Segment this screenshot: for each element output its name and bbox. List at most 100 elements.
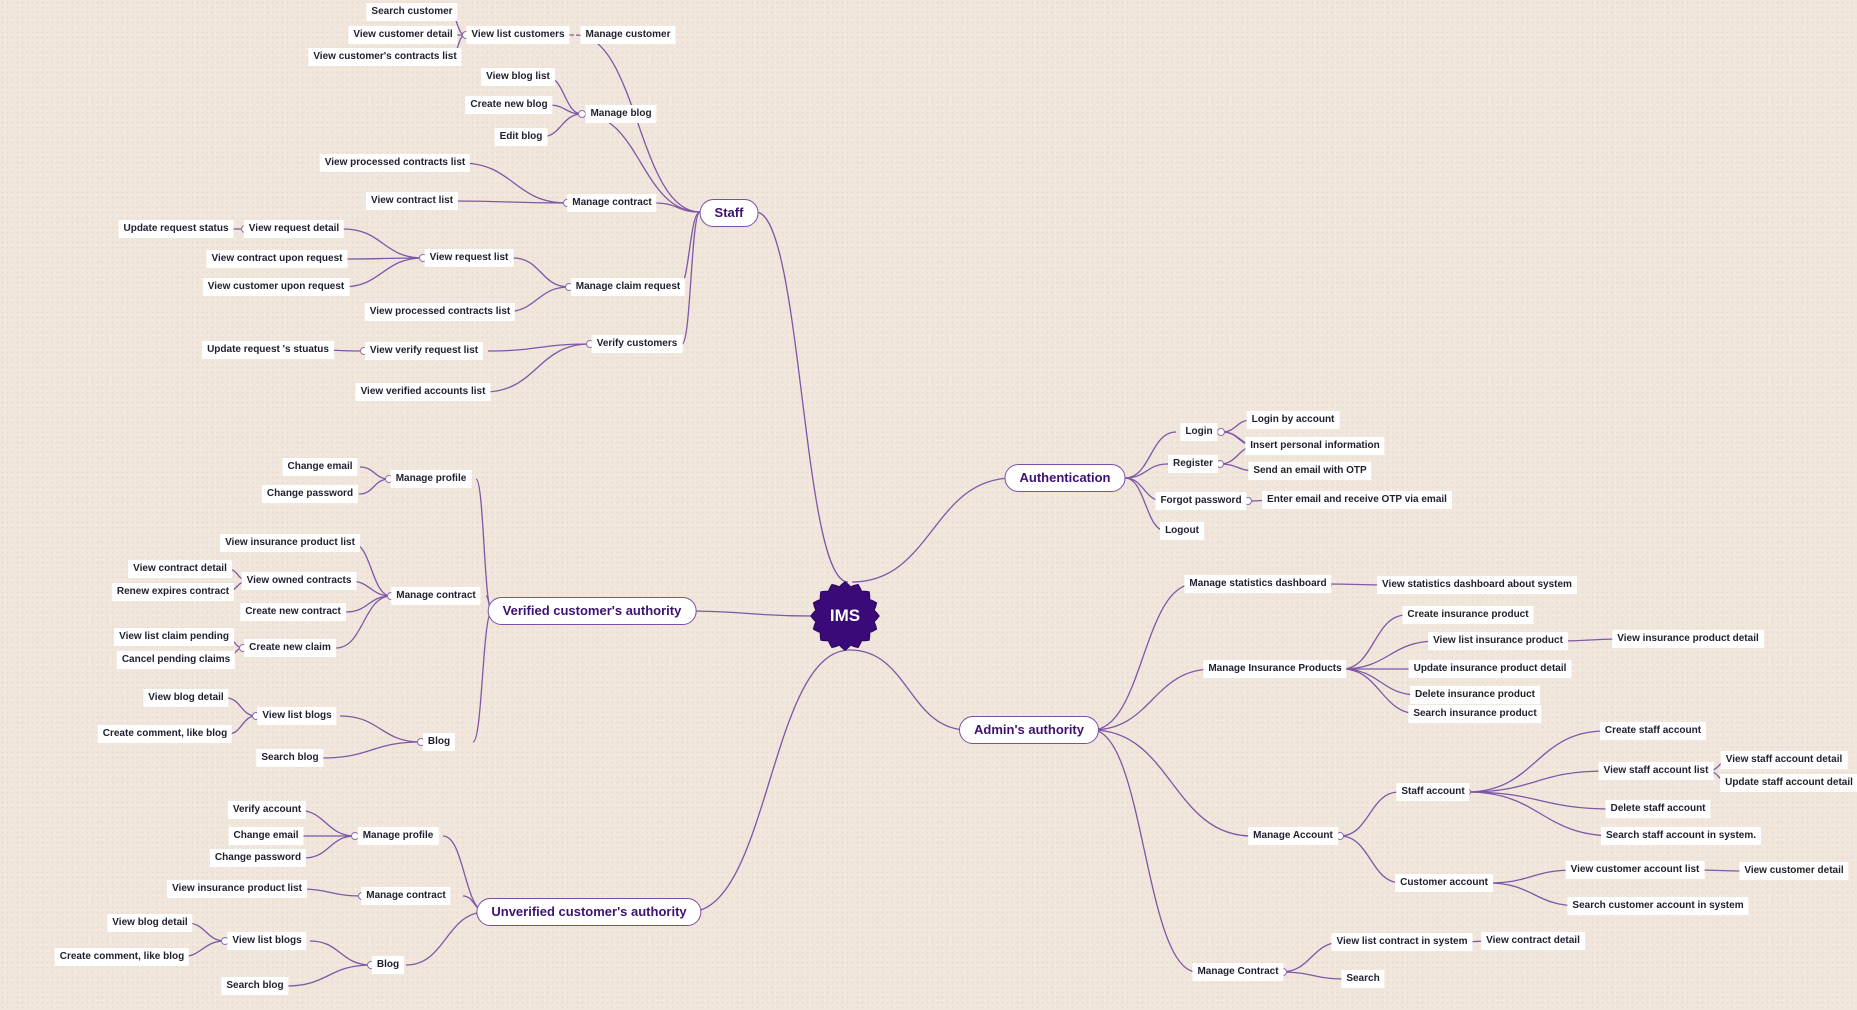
node-search-customer-account[interactable]: Search customer account in system <box>1567 897 1749 915</box>
connector <box>512 257 570 288</box>
collapse-toggle[interactable] <box>1217 428 1225 436</box>
node-view-customer-account-list[interactable]: View customer account list <box>1565 861 1705 879</box>
connector <box>339 715 422 743</box>
node-view-customer-detail[interactable]: View customer detail <box>348 26 458 44</box>
node-admin-view-contract-detail[interactable]: View contract detail <box>1481 932 1585 950</box>
node-verified-manage-profile[interactable]: Manage profile <box>390 470 472 488</box>
node-view-contract-upon-request[interactable]: View contract upon request <box>206 250 348 268</box>
branch-unverified-customer[interactable]: Unverified customer's authority <box>476 898 702 926</box>
node-view-owned-contracts[interactable]: View owned contracts <box>241 572 357 590</box>
node-logout[interactable]: Logout <box>1160 522 1204 540</box>
node-view-staff-account-detail[interactable]: View staff account detail <box>1720 751 1848 769</box>
node-view-processed-contracts[interactable]: View processed contracts list <box>319 154 471 172</box>
node-register[interactable]: Register <box>1167 455 1219 473</box>
node-manage-statistics[interactable]: Manage statistics dashboard <box>1184 575 1332 593</box>
node-update-insurance-product-detail[interactable]: Update insurance product detail <box>1408 660 1572 678</box>
node-view-customer-contracts[interactable]: View customer's contracts list <box>308 48 462 66</box>
center-node[interactable]: IMS <box>810 581 880 651</box>
node-view-staff-account-list[interactable]: View staff account list <box>1598 762 1714 780</box>
branch-staff[interactable]: Staff <box>699 199 759 227</box>
node-manage-customer[interactable]: Manage customer <box>580 26 676 44</box>
node-view-insurance-product-detail[interactable]: View insurance product detail <box>1612 630 1764 648</box>
node-verify-customers[interactable]: Verify customers <box>591 335 683 353</box>
branch-admin[interactable]: Admin's authority <box>959 716 1099 744</box>
node-manage-blog[interactable]: Manage blog <box>585 105 657 123</box>
node-unverified-view-list-blogs[interactable]: View list blogs <box>227 932 307 950</box>
node-renew-expires-contract[interactable]: Renew expires contract <box>111 583 235 601</box>
node-search-customer[interactable]: Search customer <box>366 3 458 21</box>
node-verified-change-email[interactable]: Change email <box>282 458 358 476</box>
node-view-contract-list[interactable]: View contract list <box>365 192 459 210</box>
node-cancel-pending-claims[interactable]: Cancel pending claims <box>116 651 236 669</box>
connector <box>1091 583 1195 731</box>
center-label: IMS <box>829 606 861 625</box>
node-view-customer-upon-request[interactable]: View customer upon request <box>202 278 350 296</box>
node-unverified-search-blog[interactable]: Search blog <box>221 977 289 995</box>
node-delete-insurance-product[interactable]: Delete insurance product <box>1409 686 1541 704</box>
node-verified-change-password[interactable]: Change password <box>261 485 359 503</box>
node-view-processed-contracts-2[interactable]: View processed contracts list <box>364 303 516 321</box>
node-unverified-view-insurance-product-list[interactable]: View insurance product list <box>167 880 307 898</box>
node-unverified-change-password[interactable]: Change password <box>209 849 307 867</box>
node-search-insurance-product[interactable]: Search insurance product <box>1408 705 1542 723</box>
node-view-verified-accounts[interactable]: View verified accounts list <box>355 383 491 401</box>
node-update-staff-account-detail[interactable]: Update staff account detail <box>1720 774 1857 792</box>
node-verified-view-blog-detail[interactable]: View blog detail <box>143 689 229 707</box>
node-search-staff-account[interactable]: Search staff account in system. <box>1600 827 1762 845</box>
node-unverified-blog[interactable]: Blog <box>371 956 405 974</box>
node-verified-search-blog[interactable]: Search blog <box>256 749 324 767</box>
node-delete-staff-account[interactable]: Delete staff account <box>1605 800 1711 818</box>
node-staff-manage-contract[interactable]: Manage contract <box>567 194 657 212</box>
node-verify-account[interactable]: Verify account <box>227 801 307 819</box>
node-view-request-list[interactable]: View request list <box>424 249 514 267</box>
node-unverified-view-blog-detail[interactable]: View blog detail <box>107 914 193 932</box>
node-send-email-otp[interactable]: Send an email with OTP <box>1248 462 1372 480</box>
node-view-statistics[interactable]: View statistics dashboard about system <box>1377 576 1577 594</box>
node-unverified-manage-contract[interactable]: Manage contract <box>361 887 451 905</box>
node-view-list-claim-pending[interactable]: View list claim pending <box>114 628 234 646</box>
node-edit-blog[interactable]: Edit blog <box>494 128 548 146</box>
node-create-new-contract[interactable]: Create new contract <box>240 603 346 621</box>
node-create-staff-account[interactable]: Create staff account <box>1599 722 1707 740</box>
node-view-request-detail[interactable]: View request detail <box>243 220 345 238</box>
node-manage-claim-request[interactable]: Manage claim request <box>570 278 686 296</box>
node-view-verify-request-list[interactable]: View verify request list <box>364 342 484 360</box>
node-insert-personal-info[interactable]: Insert personal information <box>1245 437 1385 455</box>
connector <box>849 649 969 731</box>
node-update-request-status-2[interactable]: Update request 's stuatus <box>202 341 334 359</box>
node-view-list-insurance-product[interactable]: View list insurance product <box>1428 632 1568 650</box>
node-create-insurance-product[interactable]: Create insurance product <box>1402 606 1534 624</box>
node-staff-account[interactable]: Staff account <box>1396 783 1470 801</box>
node-forgot-password[interactable]: Forgot password <box>1155 492 1247 510</box>
node-create-new-blog[interactable]: Create new blog <box>465 96 553 114</box>
node-view-blog-list[interactable]: View blog list <box>481 68 555 86</box>
node-login-by-account[interactable]: Login by account <box>1246 411 1340 429</box>
node-enter-email-otp[interactable]: Enter email and receive OTP via email <box>1262 491 1452 509</box>
node-manage-account[interactable]: Manage Account <box>1248 827 1338 845</box>
node-manage-insurance-products[interactable]: Manage Insurance Products <box>1203 660 1347 678</box>
node-admin-search[interactable]: Search <box>1341 970 1385 988</box>
node-customer-account[interactable]: Customer account <box>1395 874 1493 892</box>
node-login[interactable]: Login <box>1180 423 1218 441</box>
branch-verified-customer[interactable]: Verified customer's authority <box>487 597 697 625</box>
node-verified-create-comment[interactable]: Create comment, like blog <box>97 725 233 743</box>
node-view-insurance-product-list[interactable]: View insurance product list <box>220 534 360 552</box>
node-verified-manage-contract[interactable]: Manage contract <box>391 587 481 605</box>
node-admin-view-customer-detail[interactable]: View customer detail <box>1739 862 1849 880</box>
branch-authentication[interactable]: Authentication <box>1004 464 1126 492</box>
node-view-list-customers[interactable]: View list customers <box>466 26 570 44</box>
node-view-list-contract[interactable]: View list contract in system <box>1331 933 1473 951</box>
node-unverified-create-comment[interactable]: Create comment, like blog <box>54 948 190 966</box>
node-update-request-status[interactable]: Update request status <box>118 220 234 238</box>
node-create-new-claim[interactable]: Create new claim <box>244 639 336 657</box>
connector <box>303 835 356 859</box>
node-unverified-manage-profile[interactable]: Manage profile <box>357 827 439 845</box>
node-verified-view-list-blogs[interactable]: View list blogs <box>257 707 337 725</box>
node-view-contract-detail[interactable]: View contract detail <box>128 560 232 578</box>
node-admin-manage-contract[interactable]: Manage Contract <box>1192 963 1284 981</box>
node-verified-blog[interactable]: Blog <box>422 733 456 751</box>
collapse-toggle[interactable] <box>578 110 586 118</box>
connector <box>1341 614 1407 670</box>
connector <box>683 610 813 617</box>
node-unverified-change-email[interactable]: Change email <box>228 827 304 845</box>
